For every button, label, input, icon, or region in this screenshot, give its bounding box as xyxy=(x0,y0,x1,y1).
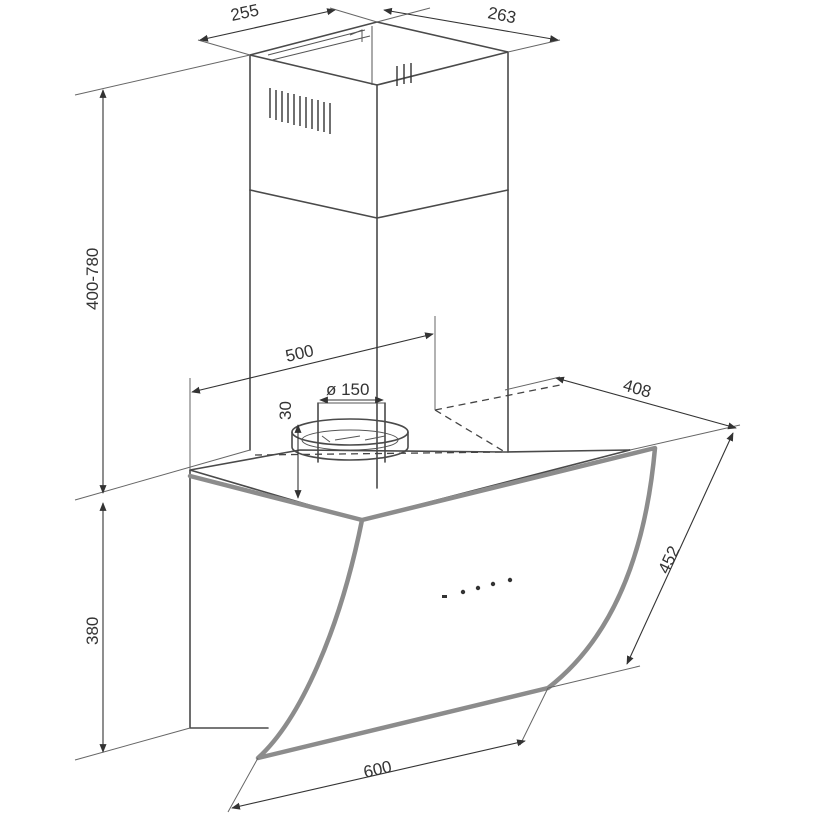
control-button[interactable] xyxy=(442,595,447,598)
dimension-label-collar-height: 30 xyxy=(276,401,295,420)
vent-slots-left xyxy=(269,88,331,134)
control-button[interactable] xyxy=(460,589,466,595)
vent-slots-right xyxy=(396,63,412,86)
dimension-label-chimney-height: 400-780 xyxy=(83,248,102,310)
dimension-label-chimney-width: 263 xyxy=(486,3,517,27)
dimension-label-duct-diameter: ø 150 xyxy=(326,380,369,399)
dimension-label-body-height: 380 xyxy=(83,617,102,645)
dimension-label-body-width: 500 xyxy=(284,341,316,366)
control-button[interactable] xyxy=(490,581,496,587)
control-button[interactable] xyxy=(475,585,481,591)
dimension-label-glass-length: 452 xyxy=(654,543,683,577)
control-panel xyxy=(442,577,513,598)
dimension-collar-height: 30 xyxy=(276,401,302,499)
chimney xyxy=(249,21,509,489)
control-button[interactable] xyxy=(507,577,513,583)
dimension-chimney-depth: 255 xyxy=(197,0,378,56)
dimension-chimney-height: 400-780 xyxy=(74,54,251,501)
glass-panel xyxy=(187,445,658,761)
dimension-body-height: 380 xyxy=(74,502,191,761)
dimension-duct-diameter: ø 150 xyxy=(319,380,384,404)
dimension-label-hood-width: 600 xyxy=(362,757,394,782)
dimension-hood-width: 600 xyxy=(227,687,549,813)
dimension-body-width: 500 xyxy=(189,316,436,470)
dimension-label-chimney-depth: 255 xyxy=(229,0,261,24)
dimension-hood-depth: 408 xyxy=(504,376,741,451)
dimension-glass-length: 452 xyxy=(547,432,734,689)
